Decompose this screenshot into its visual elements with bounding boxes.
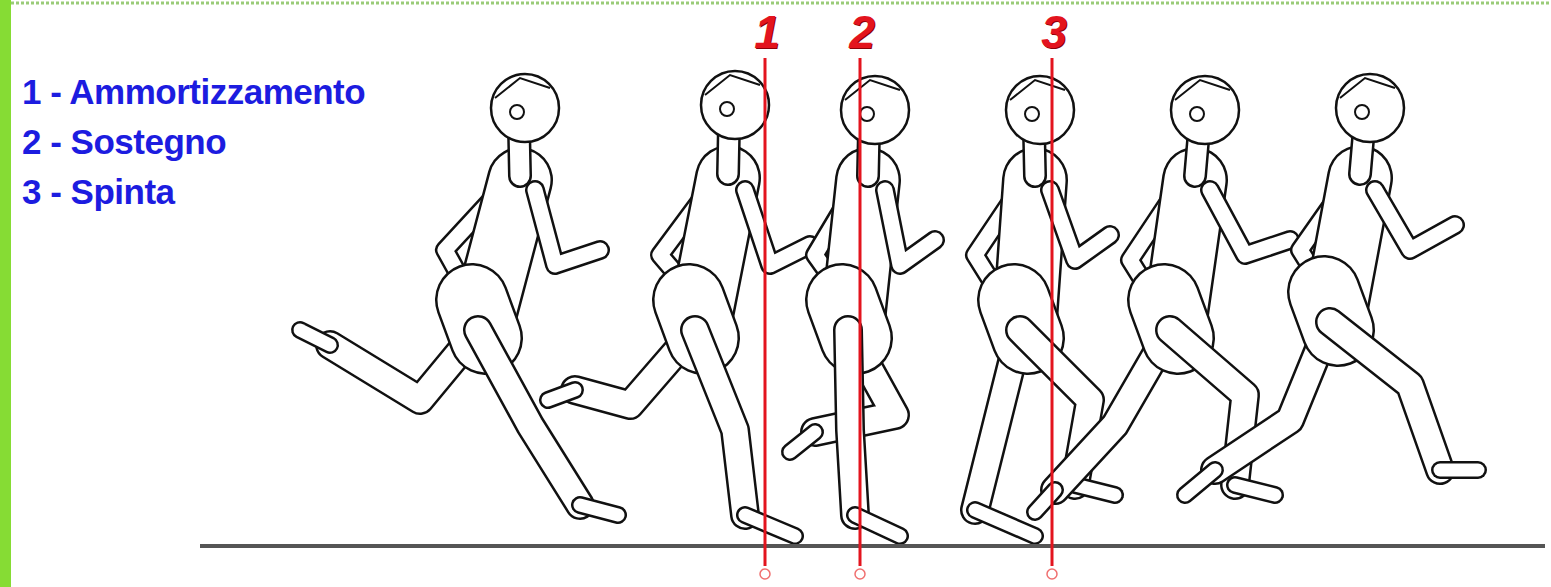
shoe	[300, 330, 330, 345]
shoe-outline	[1185, 470, 1215, 495]
head	[1336, 74, 1404, 142]
shoe	[1235, 485, 1275, 495]
shoe	[1185, 470, 1215, 495]
front-arm-outline	[535, 190, 600, 265]
shoe	[548, 390, 575, 400]
ear	[510, 105, 524, 119]
shoe-outline	[855, 515, 900, 536]
ear	[1190, 107, 1204, 121]
front-arm	[535, 190, 600, 265]
ear	[1355, 105, 1369, 119]
front-arm	[1050, 190, 1110, 260]
leg	[848, 330, 855, 515]
head	[1006, 76, 1074, 144]
runner-figure	[300, 74, 618, 515]
front-arm	[1210, 190, 1290, 255]
leg	[478, 330, 580, 505]
hair-line	[1010, 80, 1065, 100]
front-arm-outline	[1375, 190, 1455, 250]
shoe	[745, 515, 795, 536]
runner-figure	[790, 76, 935, 536]
shoe	[1075, 485, 1115, 495]
hair-line	[1175, 80, 1230, 100]
leg	[695, 330, 745, 515]
ear	[1025, 107, 1039, 121]
shoe-outline	[548, 390, 575, 400]
shoe-outline	[300, 330, 330, 345]
ear	[860, 107, 874, 121]
front-arm-outline	[1050, 190, 1110, 260]
phase-line	[859, 58, 862, 566]
phase-line	[1051, 58, 1054, 566]
shoe-outline	[745, 515, 795, 536]
front-arm	[1375, 190, 1455, 250]
shoe-outline	[580, 505, 618, 515]
legend-line: 3 - Spinta	[22, 174, 175, 211]
callout-number: 3	[1041, 8, 1067, 56]
shoe	[580, 505, 618, 515]
head	[841, 76, 909, 144]
side-bar	[0, 0, 11, 587]
leg-outline	[695, 330, 745, 515]
shoe	[790, 432, 815, 452]
shoe-outline	[1235, 485, 1275, 495]
legend-line: 1 - Ammortizzamento	[22, 74, 365, 111]
hair-line	[705, 75, 760, 95]
hair-line	[1340, 78, 1395, 98]
shoe	[975, 510, 1035, 536]
phase-lines	[760, 58, 1057, 579]
ear	[720, 102, 734, 116]
top-border	[11, 2, 1551, 5]
shoe-outline	[790, 432, 815, 452]
shoe-outline	[975, 510, 1035, 536]
front-arm-outline	[745, 190, 810, 265]
runner-figure	[548, 71, 810, 536]
shoe	[855, 515, 900, 536]
runner-sequence	[300, 71, 1478, 536]
leg-outline	[478, 330, 580, 505]
foot-mark	[1047, 569, 1057, 579]
head	[701, 71, 769, 139]
runner-figure	[1185, 74, 1478, 495]
head	[491, 74, 559, 142]
ground-line	[200, 544, 1545, 548]
callout-number: 2	[849, 8, 875, 56]
shoe-outline	[1075, 485, 1115, 495]
phase-line	[764, 58, 767, 566]
front-arm	[885, 190, 935, 265]
front-arm	[745, 190, 810, 265]
front-arm-outline	[885, 190, 935, 265]
leg-outline	[848, 330, 855, 515]
shoe	[1440, 464, 1478, 477]
front-arm-outline	[1210, 190, 1290, 255]
foot-mark	[760, 569, 770, 579]
hair-line	[495, 78, 550, 98]
callout-number: 1	[754, 8, 780, 56]
foot-mark	[855, 569, 865, 579]
shoe-outline	[1440, 461, 1478, 479]
legend-line: 2 - Sostegno	[22, 124, 226, 161]
head	[1171, 76, 1239, 144]
hair-line	[845, 80, 900, 100]
leg	[1330, 322, 1440, 470]
leg-outline	[1330, 322, 1440, 470]
